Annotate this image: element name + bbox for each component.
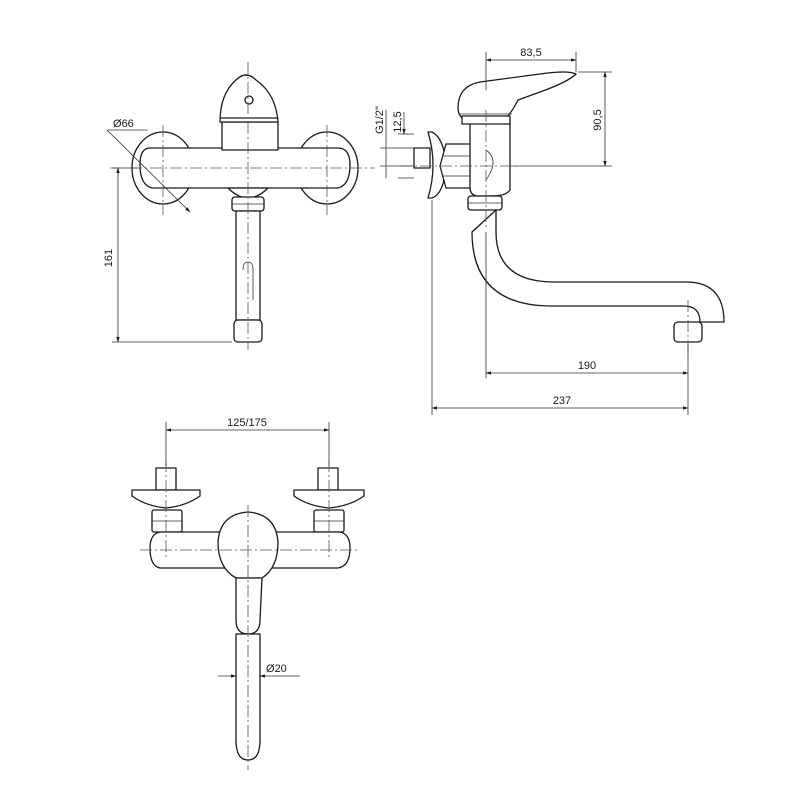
side-total-label: 237	[553, 395, 571, 407]
side-reach-label: 190	[578, 360, 596, 372]
top-spacing-label: 125/175	[227, 417, 267, 429]
side-lever-handle	[457, 71, 577, 119]
side-connector-pipe	[413, 147, 431, 169]
side-thread-label: G1/2"	[374, 106, 386, 134]
front-height-label: 161	[103, 249, 115, 267]
front-cartridge-housing	[221, 121, 279, 151]
side-wall-flange	[427, 131, 447, 199]
front-lever-knob	[219, 74, 279, 123]
top-view: 125/175 Ø20	[131, 417, 365, 770]
top-diameter-label: Ø20	[266, 663, 287, 675]
front-view: Ø66 161	[103, 62, 375, 350]
side-view: 83,5 90,5 G1/2" 12,5 190 237	[374, 47, 725, 415]
top-lever-arm	[235, 577, 263, 635]
front-diameter-leader	[106, 129, 191, 213]
side-body	[469, 119, 511, 197]
side-handle-width-label: 83,5	[520, 47, 541, 59]
side-offset-label: 12,5	[392, 111, 404, 132]
side-height-label: 90,5	[592, 109, 604, 130]
top-right-stem	[317, 467, 339, 491]
front-diameter-label: Ø66	[113, 118, 134, 130]
front-lever-dot	[244, 95, 254, 105]
side-spout-tube	[471, 209, 725, 323]
